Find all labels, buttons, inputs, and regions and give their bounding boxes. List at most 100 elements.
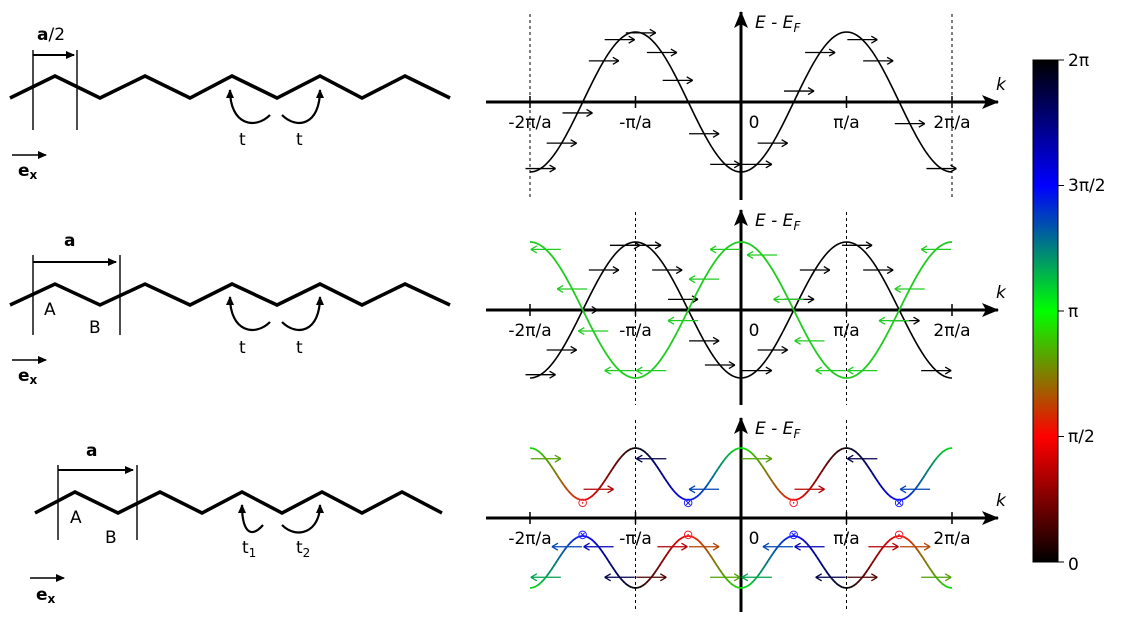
band-upper-segment — [757, 459, 761, 464]
band-upper-segment — [651, 459, 656, 464]
band-lower-segment — [797, 536, 801, 539]
band-upper-segment — [611, 465, 616, 470]
band-lower-segment — [576, 536, 579, 539]
band-upper-segment — [787, 497, 790, 500]
band-lower-segment — [809, 547, 814, 552]
band-upper-segment — [746, 449, 750, 452]
band-upper-segment — [573, 496, 577, 499]
band-upper-segment — [803, 492, 808, 496]
band-upper-segment — [921, 475, 926, 480]
spin-marker: ⊙ — [788, 496, 799, 511]
band-lower-segment — [626, 584, 630, 587]
band-upper-segment — [765, 471, 770, 477]
colorbar: 2π 3π/2 π π/2 0 — [1032, 51, 1106, 575]
spin-arrow-head — [944, 366, 952, 375]
spin-marker: ⊗ — [683, 496, 694, 511]
band-lower-segment — [936, 577, 941, 582]
hop-label-1b: t — [296, 130, 303, 150]
band-upper-segment — [767, 475, 772, 480]
band-lower-segment — [871, 559, 875, 565]
band-upper-segment — [828, 456, 833, 461]
spin-arrow-head — [899, 485, 907, 494]
band-lower-segment — [601, 550, 605, 555]
band-upper-segment — [727, 452, 732, 456]
band-lower-segment — [805, 542, 810, 547]
band-lower-segment — [837, 584, 841, 587]
band-upper-segment — [598, 484, 603, 489]
band-lower-segment — [556, 556, 561, 561]
band-lower-segment — [727, 580, 732, 584]
band-upper-segment — [622, 452, 626, 456]
band-lower-segment — [578, 535, 581, 538]
band-upper-segment — [732, 449, 736, 452]
band-lower-segment — [885, 540, 890, 544]
band-upper-segment — [831, 454, 835, 459]
k-tick-label: 2π/a — [933, 113, 970, 133]
energy-axis-label: E - EF — [755, 419, 801, 441]
band-upper-segment — [744, 448, 748, 451]
band-upper-segment — [748, 450, 753, 454]
band-upper-segment — [797, 497, 801, 500]
energy-axis-label: E - EF — [755, 211, 801, 233]
band-upper-segment — [805, 489, 810, 494]
band-lower-segment — [879, 547, 884, 552]
band-upper-segment — [677, 494, 681, 498]
spin-arrow-head — [733, 160, 741, 169]
band-upper-segment — [837, 449, 841, 452]
spin-arrow-head — [712, 129, 720, 138]
band-lower-segment — [660, 559, 664, 565]
band-lower-segment — [573, 537, 577, 540]
band-lower-segment — [938, 580, 943, 584]
spin-arrow-head — [549, 164, 556, 173]
chain-3: a A B t1 t2 ex — [30, 441, 443, 606]
band-lower-segment — [550, 566, 554, 571]
band-upper-segment — [590, 494, 594, 498]
hop-label-2b: t — [296, 338, 303, 358]
band-upper-segment — [911, 489, 915, 494]
band-upper-segment — [683, 498, 687, 501]
band-lower-segment — [909, 540, 913, 544]
band-upper-segment — [546, 459, 550, 464]
site-label-A-2: A — [44, 300, 56, 320]
band-upper-segment — [712, 471, 717, 477]
chain-2-zigzag — [9, 282, 451, 307]
band-lower-segment — [603, 553, 607, 558]
band-lower-segment — [763, 563, 768, 568]
band-lower-segment — [668, 547, 673, 552]
band-upper-segment — [662, 475, 666, 480]
band-lower-segment — [609, 563, 614, 568]
band-upper-segment — [769, 478, 774, 483]
hop-label-1a: t — [239, 130, 246, 150]
band-lower-segment — [903, 536, 906, 539]
band-upper-segment — [592, 492, 597, 496]
band-lower-segment — [734, 585, 738, 588]
band-upper-segment — [539, 452, 544, 456]
spin-arrow-head — [670, 48, 678, 57]
band-lower-segment — [546, 572, 550, 577]
band-lower-segment — [750, 580, 755, 584]
band-lower-segment — [866, 566, 871, 571]
band-lower-segment — [789, 535, 792, 538]
spin-arrow-head — [762, 542, 770, 551]
band-upper-segment — [692, 497, 695, 500]
band-upper-segment — [694, 496, 698, 499]
colorbar-bar — [1032, 59, 1059, 563]
band-lower-segment — [598, 547, 603, 552]
colorbar-tick-pi: π — [1068, 302, 1078, 322]
band-upper-segment — [717, 465, 721, 470]
spin-arrow-head — [530, 245, 538, 254]
band-upper-segment — [854, 450, 858, 454]
band-upper-segment — [729, 450, 734, 454]
band-lower-segment — [835, 582, 839, 586]
band-upper-segment — [535, 449, 539, 452]
spin-arrow-head — [583, 542, 590, 551]
band-lower-segment — [894, 535, 898, 538]
band-upper-segment — [620, 454, 624, 459]
band-lower-segment — [736, 586, 740, 589]
spin-arrow-head — [794, 542, 801, 551]
spin-arrow-head — [807, 295, 815, 304]
band-upper-segment — [928, 465, 932, 470]
band-lower-segment — [586, 536, 590, 539]
